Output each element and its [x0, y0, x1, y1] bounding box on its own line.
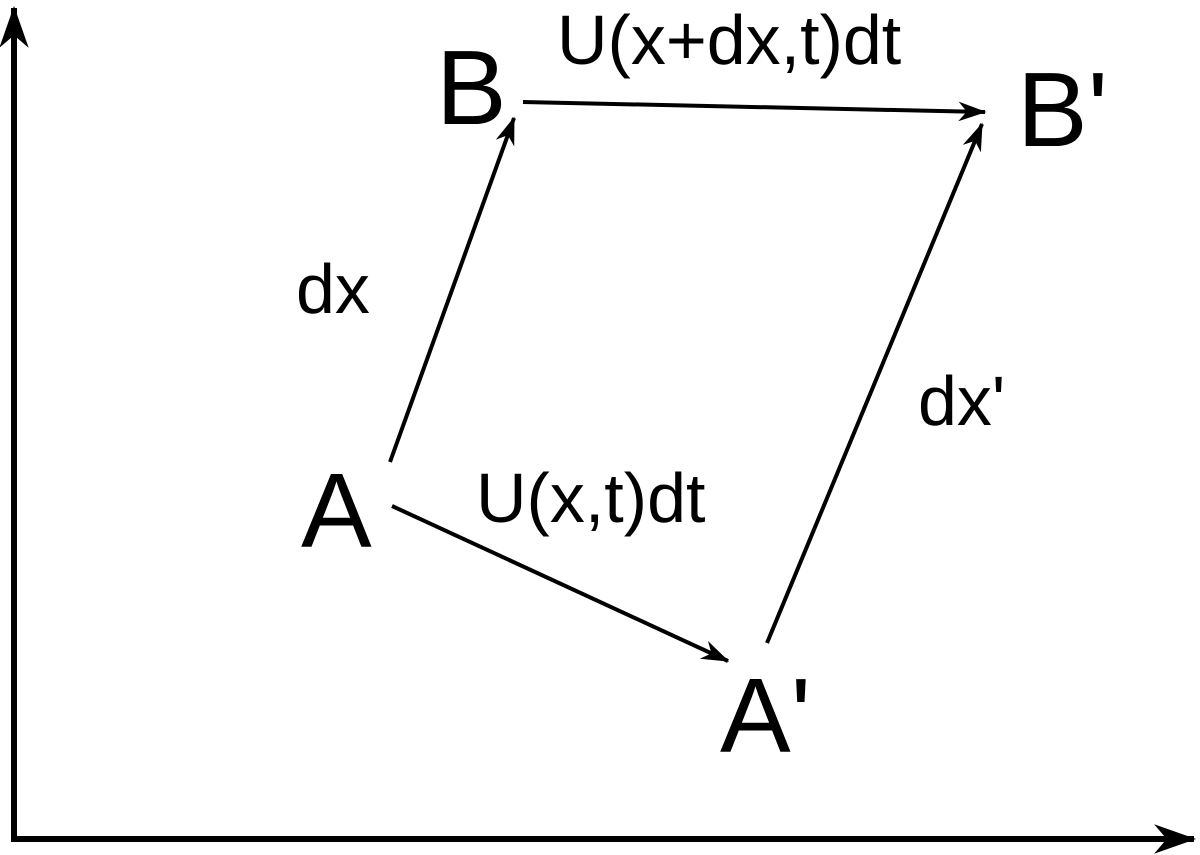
- point-label-a-prime: A': [720, 657, 811, 775]
- label-u-x-t-dt: U(x,t)dt: [476, 459, 705, 537]
- label-u-x-plus-dx-t-dt: U(x+dx,t)dt: [557, 1, 901, 79]
- arrow-a-to-b: [388, 116, 516, 463]
- point-label-b-prime: B': [1017, 51, 1108, 169]
- arrow-a-to-a-prime: [391, 504, 730, 663]
- arrow-a-prime-to-b-prime: [765, 122, 984, 644]
- point-label-a: A: [301, 452, 372, 570]
- arrow-b-to-b-prime: [522, 100, 987, 122]
- label-dx: dx: [296, 250, 370, 328]
- label-dx-prime: dx': [918, 362, 1005, 440]
- point-label-b: B: [436, 29, 507, 147]
